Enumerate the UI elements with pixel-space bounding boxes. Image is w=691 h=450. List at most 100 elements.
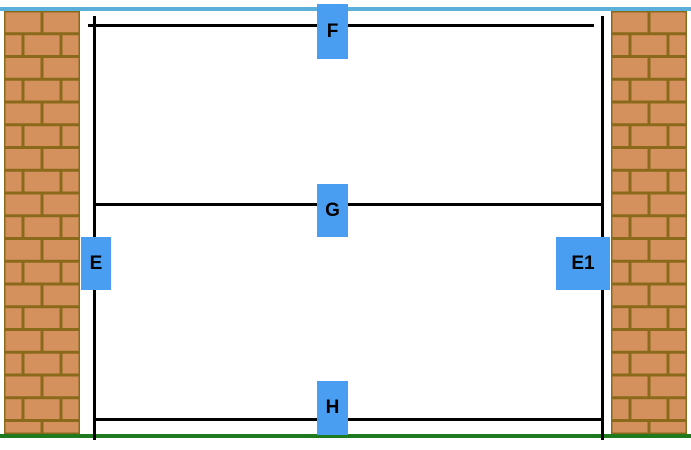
brick [631, 35, 667, 55]
left-brick-pattern [4, 11, 80, 434]
brick [631, 171, 667, 192]
label-e: E [81, 237, 111, 290]
label-e1: E1 [556, 237, 610, 290]
brick [5, 80, 22, 101]
brick [650, 58, 686, 78]
brick [669, 308, 686, 328]
brick [669, 171, 686, 192]
brick [5, 308, 22, 328]
brick [669, 217, 686, 237]
brick [5, 331, 41, 351]
brick [62, 353, 79, 374]
label-f: F [317, 4, 348, 59]
brick [612, 149, 648, 169]
brick [5, 194, 41, 215]
brick [43, 103, 79, 124]
middle-rail [93, 203, 604, 206]
brick [631, 308, 667, 328]
brick [631, 399, 667, 419]
brick [5, 399, 22, 419]
right-brick-pattern [611, 11, 687, 434]
brick [24, 217, 60, 237]
brick [24, 35, 60, 55]
brick [24, 126, 60, 146]
brick [631, 126, 667, 146]
brick [612, 35, 629, 55]
brick [612, 194, 648, 215]
brick [631, 262, 667, 283]
brick [5, 126, 22, 146]
brick [650, 240, 686, 260]
brick [5, 103, 41, 124]
brick [631, 217, 667, 237]
brick [43, 376, 79, 397]
brick [5, 12, 41, 33]
brick [631, 80, 667, 101]
brick [612, 399, 629, 419]
brick [62, 399, 79, 419]
brick [43, 12, 79, 33]
brick [5, 353, 22, 374]
brick [43, 240, 79, 260]
brick [650, 149, 686, 169]
brick [612, 126, 629, 146]
brick [62, 262, 79, 283]
brick [612, 217, 629, 237]
brick [5, 35, 22, 55]
brick [43, 58, 79, 78]
ground-line [0, 434, 691, 438]
brick [650, 376, 686, 397]
brick [612, 80, 629, 101]
brick [43, 422, 79, 433]
brick [612, 240, 648, 260]
brick [5, 262, 22, 283]
brick [650, 422, 686, 433]
brick [612, 12, 648, 33]
brick [631, 353, 667, 374]
brick [669, 80, 686, 101]
left-post [93, 16, 96, 440]
brick [62, 217, 79, 237]
bottom-rail [93, 418, 604, 421]
label-g: G [317, 184, 348, 237]
brick [43, 331, 79, 351]
brick [669, 262, 686, 283]
brick [612, 422, 648, 433]
brick [62, 80, 79, 101]
brick [5, 58, 41, 78]
brick [24, 353, 60, 374]
brick [669, 399, 686, 419]
brick [612, 376, 648, 397]
brick [5, 240, 41, 260]
label-h: H [317, 381, 348, 435]
brick [5, 285, 41, 306]
brick [650, 331, 686, 351]
brick [24, 171, 60, 192]
brick [43, 285, 79, 306]
brick [5, 217, 22, 237]
brick [612, 308, 629, 328]
brick [24, 262, 60, 283]
right-brick-wall [611, 11, 687, 434]
brick [5, 422, 41, 433]
brick [669, 35, 686, 55]
brick [650, 12, 686, 33]
brick [24, 80, 60, 101]
right-post [601, 16, 604, 440]
brick [669, 353, 686, 374]
brick [650, 194, 686, 215]
brick [43, 194, 79, 215]
brick [62, 171, 79, 192]
brick [62, 308, 79, 328]
brick [62, 126, 79, 146]
brick [612, 353, 629, 374]
brick [612, 285, 648, 306]
brick [612, 58, 648, 78]
brick [5, 376, 41, 397]
brick [24, 308, 60, 328]
brick [24, 399, 60, 419]
brick [650, 285, 686, 306]
brick [62, 35, 79, 55]
brick [43, 149, 79, 169]
